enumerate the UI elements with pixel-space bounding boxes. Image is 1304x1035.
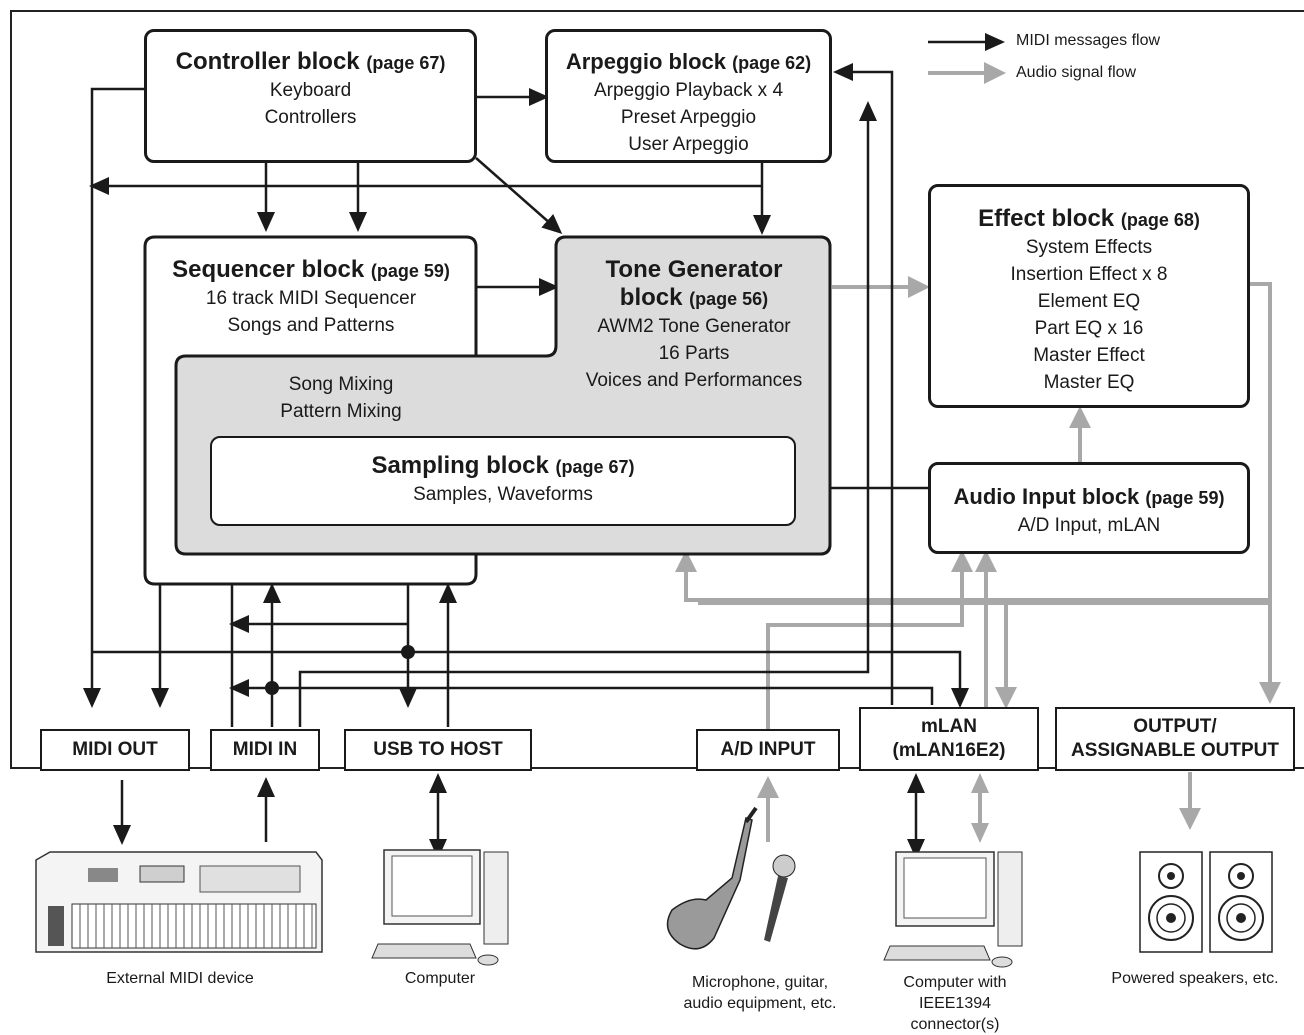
keyboard-illustration <box>35 851 323 953</box>
sampling-block: Sampling block (page 67) Samples, Wavefo… <box>210 436 796 526</box>
arpeggio-title: Arpeggio block <box>565 49 726 74</box>
output-label: OUTPUT/ <box>1133 716 1217 737</box>
effect-line: Insertion Effect x 8 <box>1010 264 1168 285</box>
effect-line: System Effects <box>1025 237 1153 258</box>
junction-dot <box>401 645 415 659</box>
instrument-frame <box>10 10 1304 769</box>
effect-line: Master Effect <box>1033 345 1145 366</box>
tone-title: Tone Generator <box>605 256 783 283</box>
controller-title: Controller block <box>175 48 360 75</box>
effect-block: Effect block (page 68) System Effects In… <box>928 184 1250 408</box>
computer-caption: Computer <box>404 970 476 987</box>
controller-block: Controller block (page 67) Keyboard Cont… <box>144 29 477 163</box>
mlan-label: mLAN <box>921 716 977 737</box>
computer-illustration <box>371 849 509 966</box>
midi-in-port: MIDI IN <box>210 729 320 771</box>
effect-line: Master EQ <box>1043 372 1135 393</box>
sampling-page: (page 67) <box>555 457 635 477</box>
sequencer-block: Sequencer block (page 59) 16 track MIDI … <box>148 256 474 339</box>
junction-dot <box>265 681 279 695</box>
ad-input-port: A/D INPUT <box>696 729 840 771</box>
mlan-model-label: (mLAN16E2) <box>892 740 1006 761</box>
sequencer-title: Sequencer block <box>172 256 365 283</box>
arpeggio-line: User Arpeggio <box>628 134 749 155</box>
tone-page: (page 56) <box>689 289 769 309</box>
effect-line: Element EQ <box>1037 291 1141 312</box>
instruments-caption: Microphone, guitar, audio equipment, etc… <box>650 972 870 1014</box>
audio-input-title: Audio Input block <box>953 484 1140 509</box>
effect-line: Part EQ x 16 <box>1034 318 1144 339</box>
external-midi-caption: External MIDI device <box>106 970 254 987</box>
mixing-line: Song Mixing <box>288 374 394 395</box>
tone-title-block: block <box>619 284 683 311</box>
assignable-output-label: ASSIGNABLE OUTPUT <box>1071 740 1279 761</box>
audio-input-page: (page 59) <box>1145 488 1225 508</box>
arpeggio-page: (page 62) <box>732 53 812 73</box>
mixing-line: Pattern Mixing <box>280 401 402 422</box>
legend-audio-label: Audio signal flow <box>1016 64 1137 81</box>
guitar-microphone-illustration <box>666 806 796 950</box>
speakers-caption: Powered speakers, etc. <box>1111 970 1279 987</box>
sampling-title: Sampling block <box>371 452 549 479</box>
effect-title: Effect block <box>978 205 1115 232</box>
sequencer-line: Songs and Patterns <box>227 315 395 336</box>
arpeggio-line: Preset Arpeggio <box>620 107 757 128</box>
arpeggio-line: Arpeggio Playback x 4 <box>593 80 784 101</box>
computer-ieee-line: Computer with <box>903 974 1007 991</box>
audio-input-line: A/D Input, mLAN <box>1017 515 1161 536</box>
legend-midi-label: MIDI messages flow <box>1016 32 1161 49</box>
computer-ieee-line: IEEE1394 <box>918 995 992 1012</box>
speakers-illustration <box>1139 851 1273 953</box>
output-port: OUTPUT/ ASSIGNABLE OUTPUT <box>1055 707 1295 771</box>
sampling-line: Samples, Waveforms <box>413 484 593 505</box>
tone-line: AWM2 Tone Generator <box>597 316 791 337</box>
instruments-line: Microphone, guitar, <box>691 974 829 991</box>
controller-line: Keyboard <box>269 80 352 101</box>
instruments-line: audio equipment, etc. <box>683 995 837 1012</box>
sequencer-line: 16 track MIDI Sequencer <box>205 288 417 309</box>
computer-ieee-caption: Computer with IEEE1394 connector(s) <box>880 972 1030 1035</box>
audio-signal-lines <box>675 276 1281 843</box>
computer-ieee-illustration <box>883 851 1023 968</box>
tone-line: 16 Parts <box>658 343 730 364</box>
mlan-port: mLAN (mLAN16E2) <box>859 707 1039 771</box>
usb-to-host-port: USB TO HOST <box>344 729 532 771</box>
midi-out-port: MIDI OUT <box>40 729 190 771</box>
computer-ieee-line: connector(s) <box>910 1016 1000 1033</box>
tone-line: Voices and Performances <box>585 370 803 391</box>
audio-input-block: Audio Input block (page 59) A/D Input, m… <box>928 462 1250 554</box>
effect-page: (page 68) <box>1120 210 1200 230</box>
controller-line: Controllers <box>264 107 357 128</box>
mixing-text: Song Mixing Pattern Mixing <box>236 371 446 425</box>
arpeggio-block: Arpeggio block (page 62) Arpeggio Playba… <box>545 29 832 163</box>
tone-generator-block: Tone Generator block (page 56) AWM2 Tone… <box>560 256 828 394</box>
controller-page: (page 67) <box>366 53 446 73</box>
sequencer-page: (page 59) <box>370 261 450 281</box>
